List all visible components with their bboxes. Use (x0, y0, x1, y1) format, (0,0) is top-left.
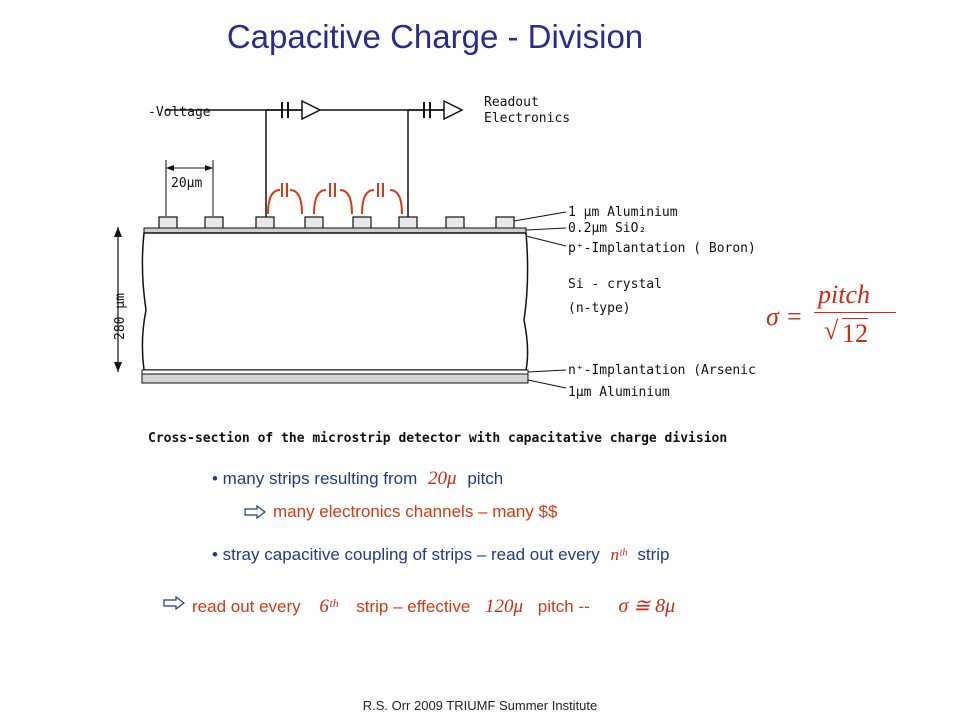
formula-numerator: pitch (818, 280, 870, 309)
slide-title: Capacitive Charge - Division (226, 18, 644, 55)
layer-label-n-implant: n⁺-Implantation (Arsenic) (568, 363, 756, 378)
math-6th: 6ᵗʰ (319, 596, 338, 617)
readout-label-2: Electronics (484, 111, 570, 126)
math-sigma-8mu: σ ≅ 8μ (618, 595, 676, 617)
footer-credit: R.S. Orr 2009 TRIUMF Summer Institute (362, 698, 598, 713)
thickness-label: 280 μm (113, 293, 128, 340)
formula-denominator: 12 (842, 318, 868, 348)
sqrt-icon: √ (824, 316, 839, 345)
readout-label-1: Readout (484, 95, 539, 110)
layer-label-aluminium-top: 1 μm Aluminium (568, 205, 678, 220)
formula-lhs: σ = (766, 302, 803, 331)
sub-bullet-channels: many electronics channels – many $$ (273, 502, 558, 521)
math-nth: nᵗʰ (610, 545, 627, 564)
layer-label-sio2: 0.2μm SiO₂ (568, 221, 646, 236)
microstrip-detector-diagram: -Voltage Readout Electronics 20μm 280 μm (113, 95, 756, 446)
arrow-right-icon (244, 505, 266, 519)
math-20mu: 20μ (428, 468, 457, 489)
layer-label-n-type: (n-type) (568, 301, 631, 316)
bullet-strips: • many strips resulting from 20μ pitch (212, 468, 504, 489)
arrow-right-icon (163, 596, 185, 610)
strip-width-label: 20μm (171, 176, 202, 191)
bullet-coupling: • stray capacitive coupling of strips – … (212, 545, 670, 564)
math-120mu: 120μ (485, 596, 524, 617)
bullet-readout-6th: read out every 6ᵗʰ strip – effective 120… (192, 595, 676, 617)
layer-label-aluminium-bottom: 1μm Aluminium (568, 385, 670, 400)
layer-label-p-implant: p⁺-Implantation ( Boron) (568, 241, 756, 256)
diagram-caption: Cross-section of the microstrip detector… (148, 431, 727, 446)
voltage-label: -Voltage (148, 105, 211, 120)
layer-label-si-crystal: Si - crystal (568, 277, 662, 292)
